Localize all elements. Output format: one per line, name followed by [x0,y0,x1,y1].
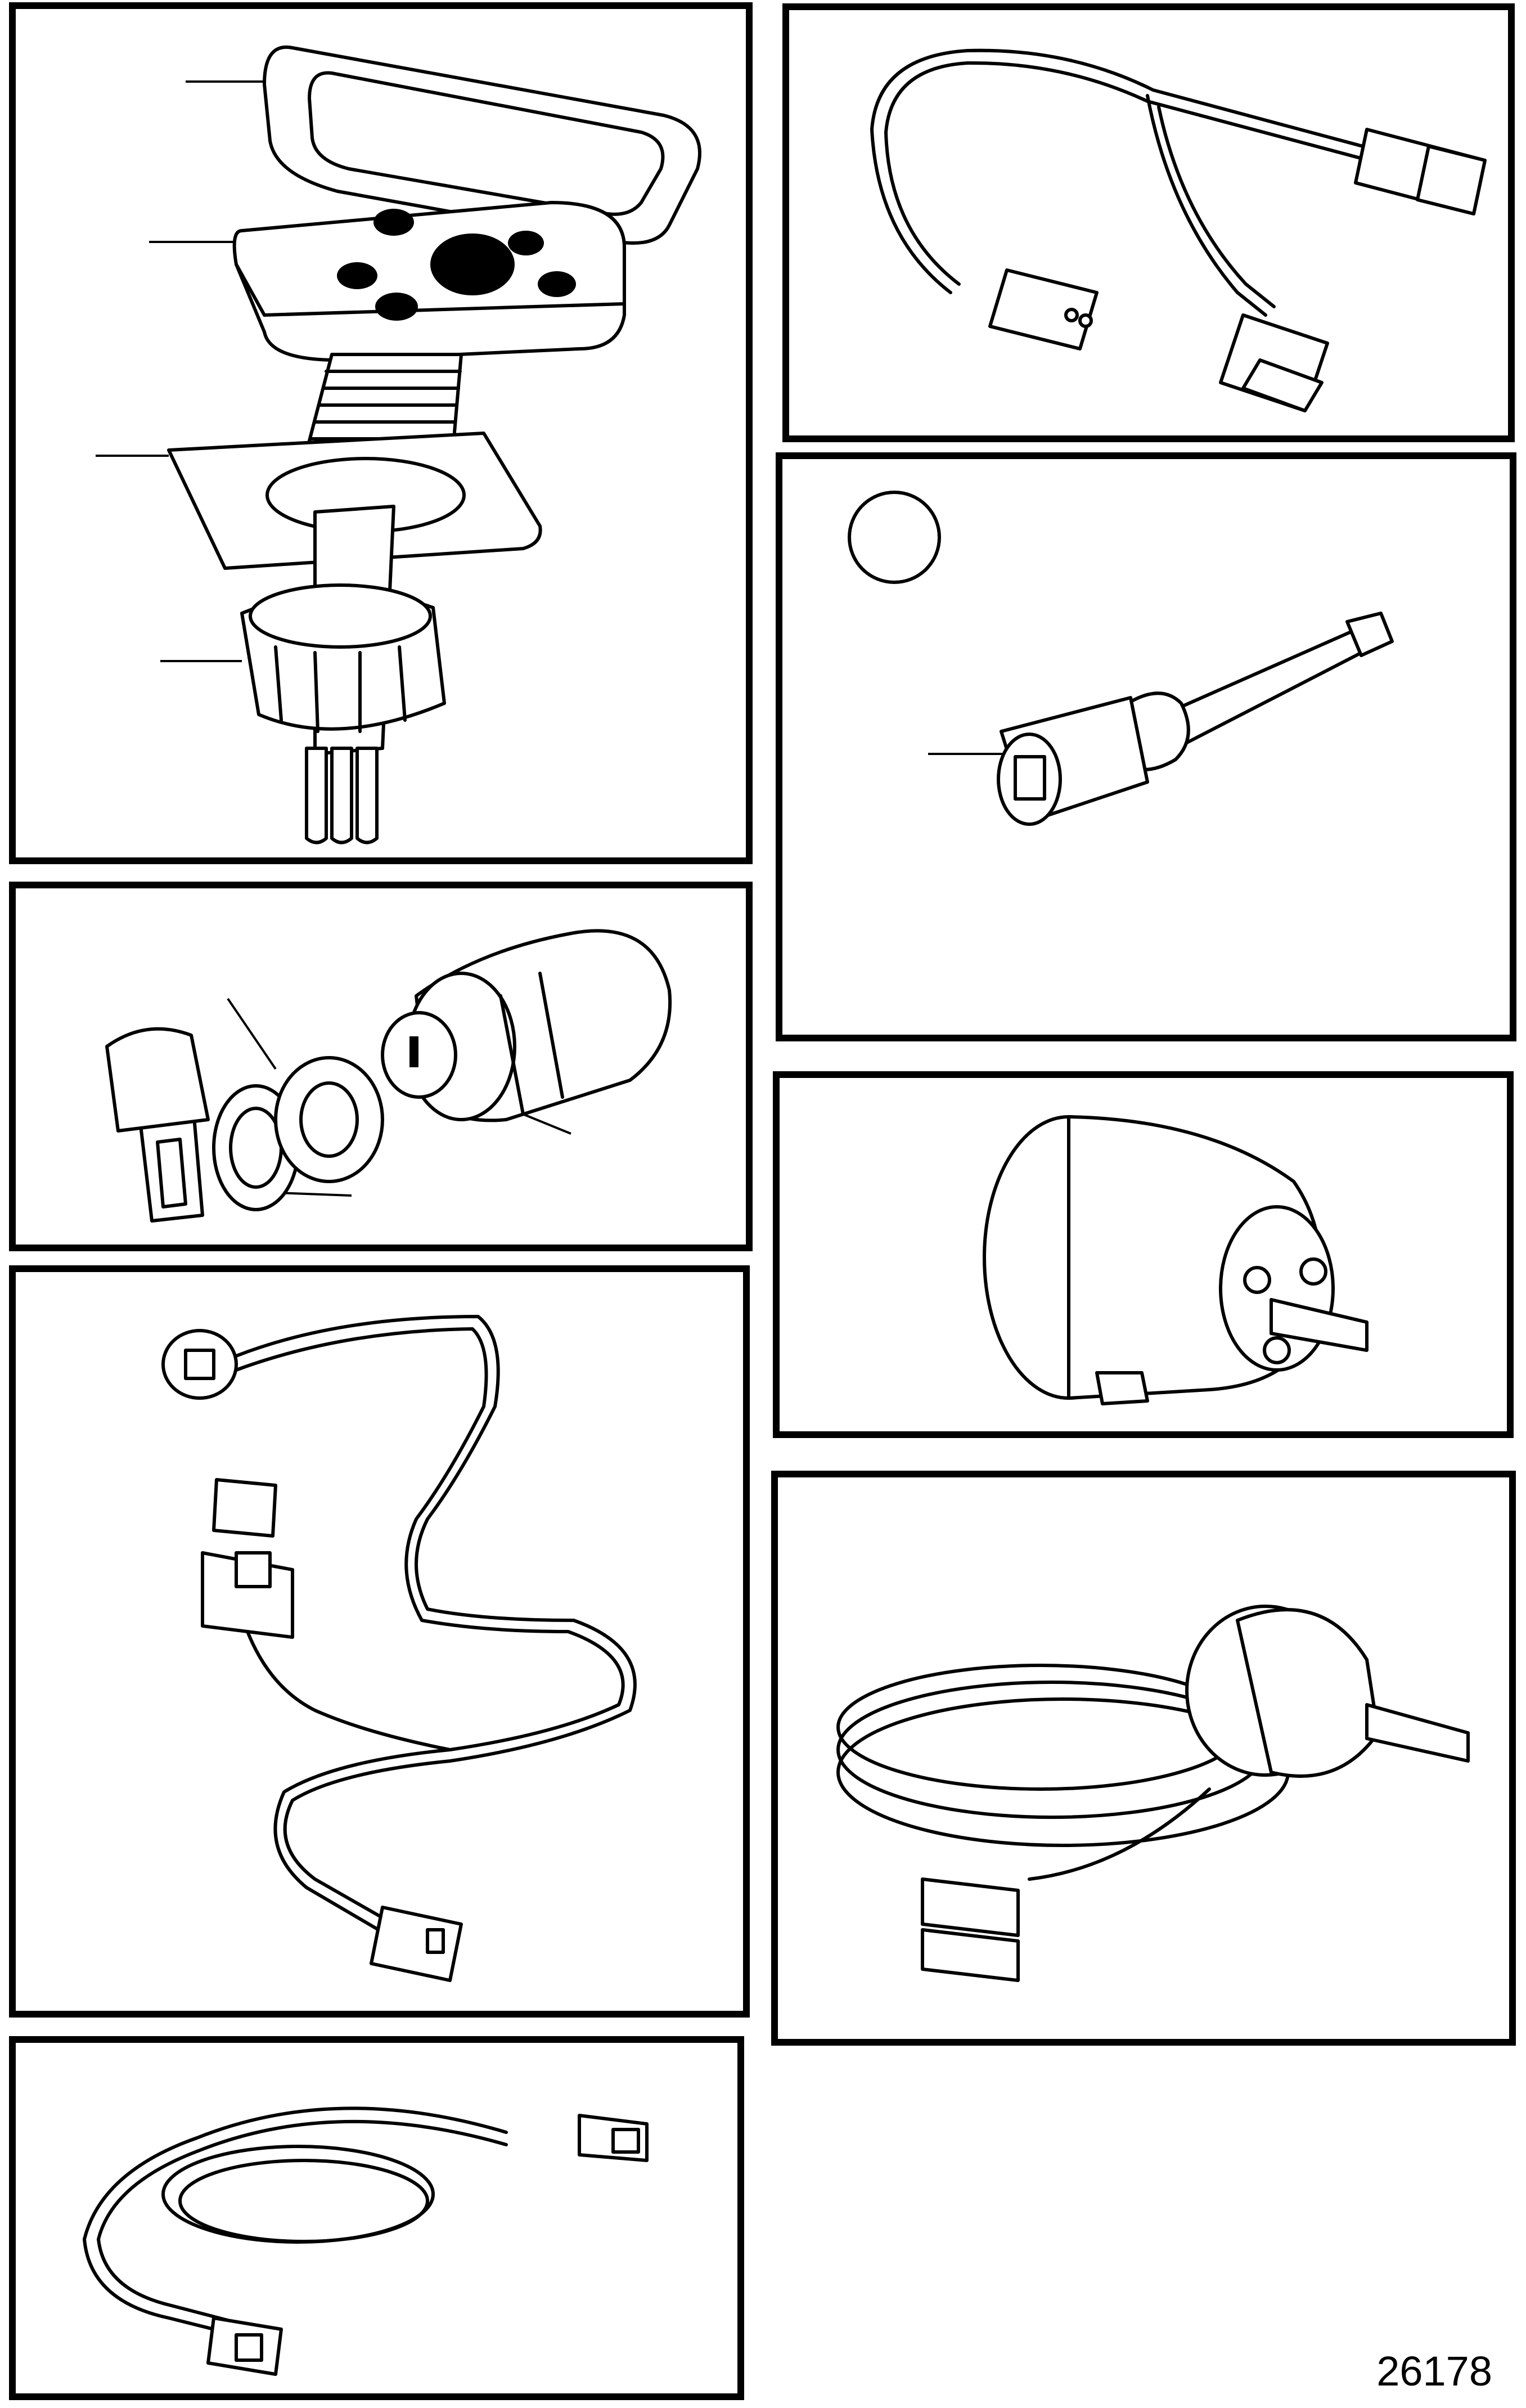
connector [1219,313,1329,412]
control-panel [232,201,626,362]
mounting-nut [240,583,446,733]
panel-socket-tool [776,452,1516,1041]
leader-line [227,998,277,1070]
switch-body [381,929,672,1122]
gasket-plate [167,432,542,570]
round-connector [161,1329,238,1400]
connector [206,2316,283,2376]
cable-bundle [305,747,379,844]
lock-ring-nut [274,1056,384,1183]
harness-cable [235,1315,637,1926]
relay [201,1478,294,1639]
panel-extension-harness [9,2036,744,2400]
panel-potentiometer-sensor [771,1471,1516,2046]
connector [370,1906,463,1982]
socket-tool [997,612,1394,826]
leader-line [275,1192,352,1197]
panel-y-wiring-harness [782,3,1515,442]
panel-gauge-sender [773,1071,1514,1438]
key [105,1027,210,1223]
connector [1354,128,1487,215]
double-connector [921,1877,1020,1982]
gauge-sender [983,1115,1369,1405]
panel-ignition-switch [9,882,753,1251]
callout-circle [848,491,941,584]
harness-cable [83,2106,508,2337]
figure-number: 26178 [1376,2348,1492,2394]
harness-cable [870,48,1385,294]
sensor-body [1185,1605,1470,1778]
panel-relay-harness [9,1265,750,2018]
panel-control-panel-assembly [9,2,753,864]
connector [578,2114,649,2162]
connector [988,268,1099,351]
